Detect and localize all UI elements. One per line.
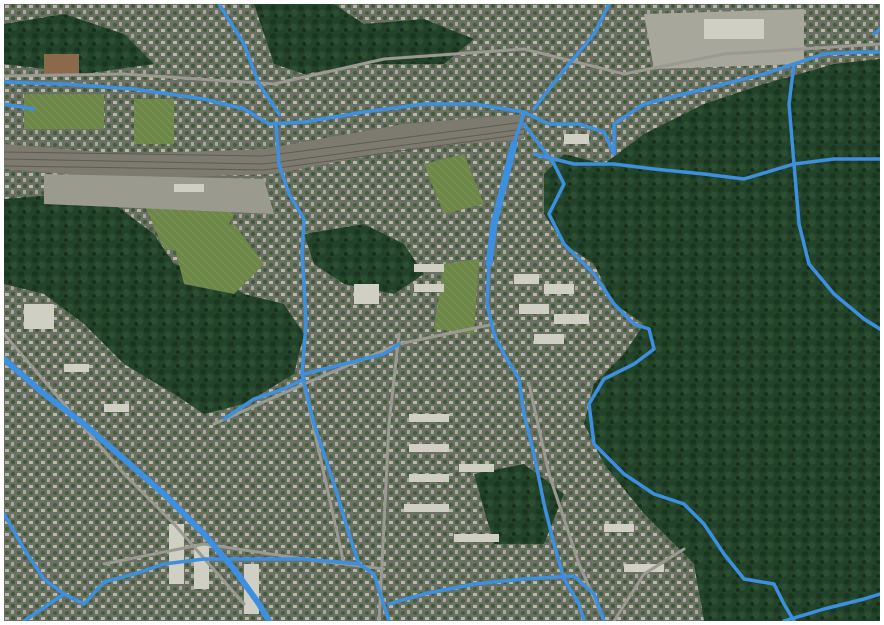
building-block	[104, 404, 129, 412]
building-block	[534, 334, 564, 344]
route-north-branch-2[interactable]	[532, 4, 611, 111]
forest-center	[304, 224, 424, 294]
railway-corridor	[4, 114, 524, 179]
route-forest-east-2[interactable]	[787, 62, 880, 331]
route-forest-east-1[interactable]	[532, 152, 880, 181]
field-2	[174, 224, 264, 294]
building-block	[519, 304, 549, 314]
building-block	[564, 134, 589, 144]
route-north-branch-1[interactable]	[217, 4, 281, 116]
building-block	[414, 284, 444, 292]
forest-northwest	[4, 14, 154, 74]
route-diagonal-main[interactable]	[4, 356, 272, 621]
route-ne-corner[interactable]	[872, 27, 880, 36]
route-south-ew[interactable]	[4, 512, 391, 621]
rail-track-3	[4, 133, 525, 171]
building-block	[194, 544, 209, 589]
route-west-branch[interactable]	[302, 342, 401, 376]
route-central-ns-wide[interactable]	[485, 140, 518, 268]
route-west-east-north[interactable]	[4, 50, 880, 156]
route-southwest-diag[interactable]	[222, 377, 306, 421]
road-main-ns	[377, 332, 401, 621]
route-forest-loop[interactable]	[522, 122, 796, 621]
building-block	[354, 284, 379, 304]
road-highway-north	[4, 42, 880, 86]
layer-route-network	[4, 4, 880, 621]
building-block	[414, 264, 444, 272]
building-block	[404, 504, 449, 512]
road-cross-1	[212, 322, 496, 426]
route-west-ns[interactable]	[274, 122, 361, 566]
building-block	[409, 444, 449, 452]
building-block	[454, 534, 499, 542]
building-block	[544, 284, 574, 294]
field-4	[434, 259, 479, 334]
building-block	[704, 19, 764, 39]
building-block	[409, 414, 449, 422]
layer-railway	[4, 9, 804, 214]
road-diagonal-west	[4, 332, 246, 606]
industrial-area	[44, 174, 274, 214]
building-block	[409, 474, 449, 482]
rail-track-1	[4, 121, 525, 157]
building-block	[604, 524, 634, 532]
route-southeast[interactable]	[782, 592, 880, 621]
building-block	[174, 184, 204, 192]
field-5	[134, 99, 174, 144]
field-6	[24, 94, 104, 129]
field-7	[44, 54, 79, 76]
building-block	[554, 314, 589, 324]
rail-track-2	[4, 128, 525, 165]
aerial-map[interactable]	[4, 4, 880, 621]
building-block	[514, 274, 539, 284]
building-block	[624, 564, 664, 572]
building-block	[64, 364, 89, 372]
building-block	[459, 464, 494, 472]
road-curve-south	[612, 547, 686, 621]
forest-west	[4, 194, 304, 414]
building-block	[24, 304, 54, 329]
route-south-ew-2[interactable]	[387, 574, 606, 621]
route-southwest-small[interactable]	[22, 592, 66, 621]
route-north-west-small[interactable]	[4, 102, 36, 111]
field-3	[424, 154, 484, 214]
building-block	[169, 524, 184, 584]
